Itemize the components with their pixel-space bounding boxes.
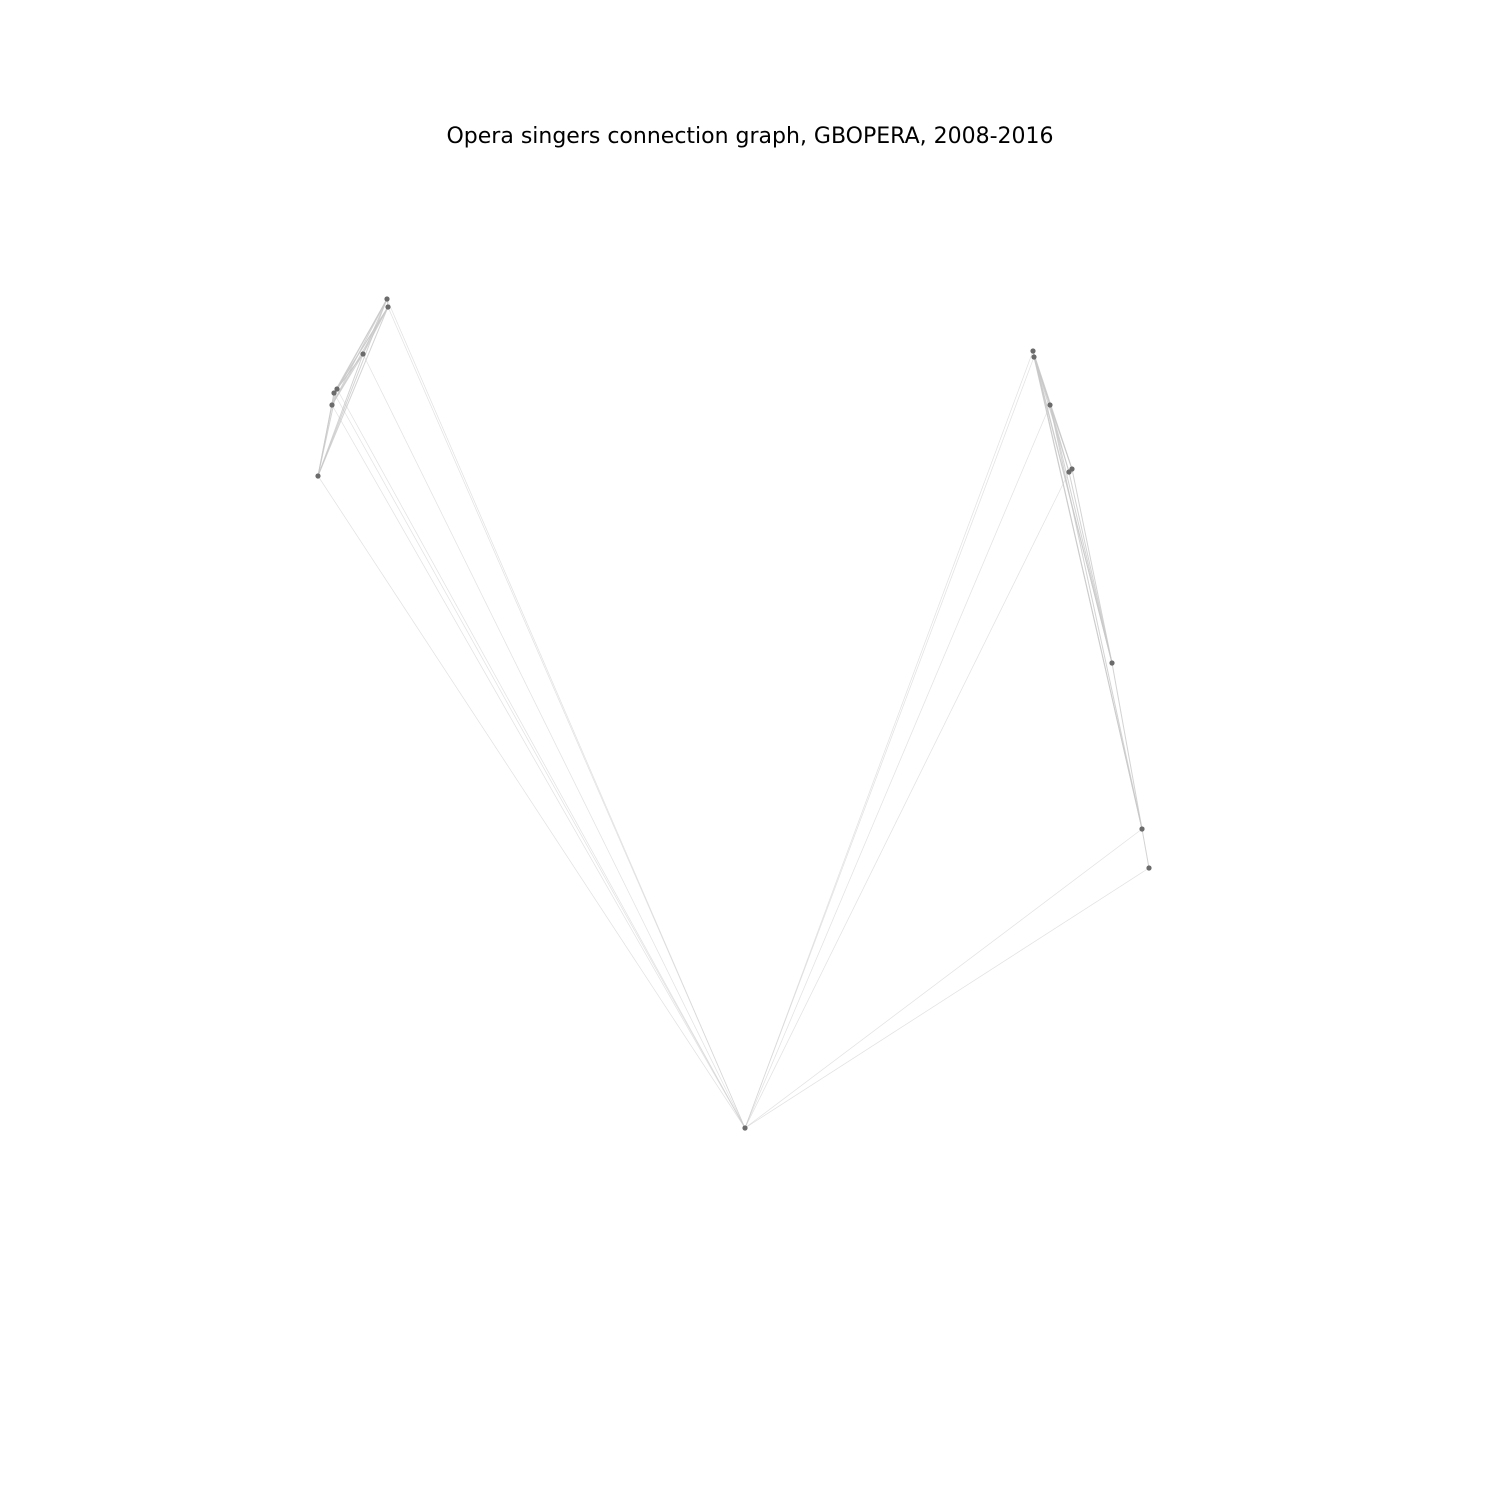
graph-node: [1066, 469, 1072, 475]
graph-edge: [362, 353, 746, 1129]
graph-edge: [331, 404, 746, 1129]
edges-layer: [317, 298, 1150, 1129]
graph-edge: [1049, 404, 1143, 830]
graph-edge: [331, 353, 364, 406]
graph-edge: [744, 471, 1070, 1129]
graph-edge: [333, 306, 389, 394]
graph-edge: [744, 356, 1035, 1129]
graph-edge: [387, 306, 746, 1129]
graph-edge: [336, 388, 746, 1129]
graph-edge: [1049, 404, 1073, 470]
graph-edge: [386, 298, 746, 1129]
graph-title: Opera singers connection graph, GBOPERA,…: [446, 124, 1054, 149]
graph-node: [385, 304, 391, 310]
graph-edge: [1071, 468, 1113, 664]
graph-node: [1047, 402, 1053, 408]
graph-edge: [317, 475, 746, 1129]
graph-edge: [1141, 828, 1150, 869]
graph-node: [1031, 354, 1037, 360]
graph-edge: [744, 404, 1051, 1129]
graph-edge: [744, 867, 1150, 1129]
graph-edge: [317, 306, 389, 477]
graph-edge: [317, 404, 333, 477]
nodes-layer: [315, 296, 1152, 1131]
graph-edge: [744, 828, 1143, 1129]
graph-edge: [1049, 404, 1113, 664]
graph-node: [1030, 348, 1036, 354]
graph-node: [315, 473, 321, 479]
graph-node: [742, 1125, 748, 1131]
graph-edge: [331, 306, 389, 406]
graph-node: [331, 390, 337, 396]
graph-node: [360, 351, 366, 357]
graph-edge: [333, 392, 746, 1129]
graph-node: [384, 296, 390, 302]
graph-edge: [1033, 356, 1143, 830]
graph-node: [1146, 865, 1152, 871]
graph-node: [334, 386, 340, 392]
graph-node: [1109, 660, 1115, 666]
graph-edge: [333, 298, 388, 394]
graph-edge: [1111, 662, 1143, 830]
graph-edge: [1068, 471, 1113, 664]
graph-edge: [333, 353, 364, 394]
graph-edge: [744, 350, 1034, 1129]
graph-node: [1139, 826, 1145, 832]
graph-node: [329, 402, 335, 408]
graph-edge: [317, 353, 364, 477]
